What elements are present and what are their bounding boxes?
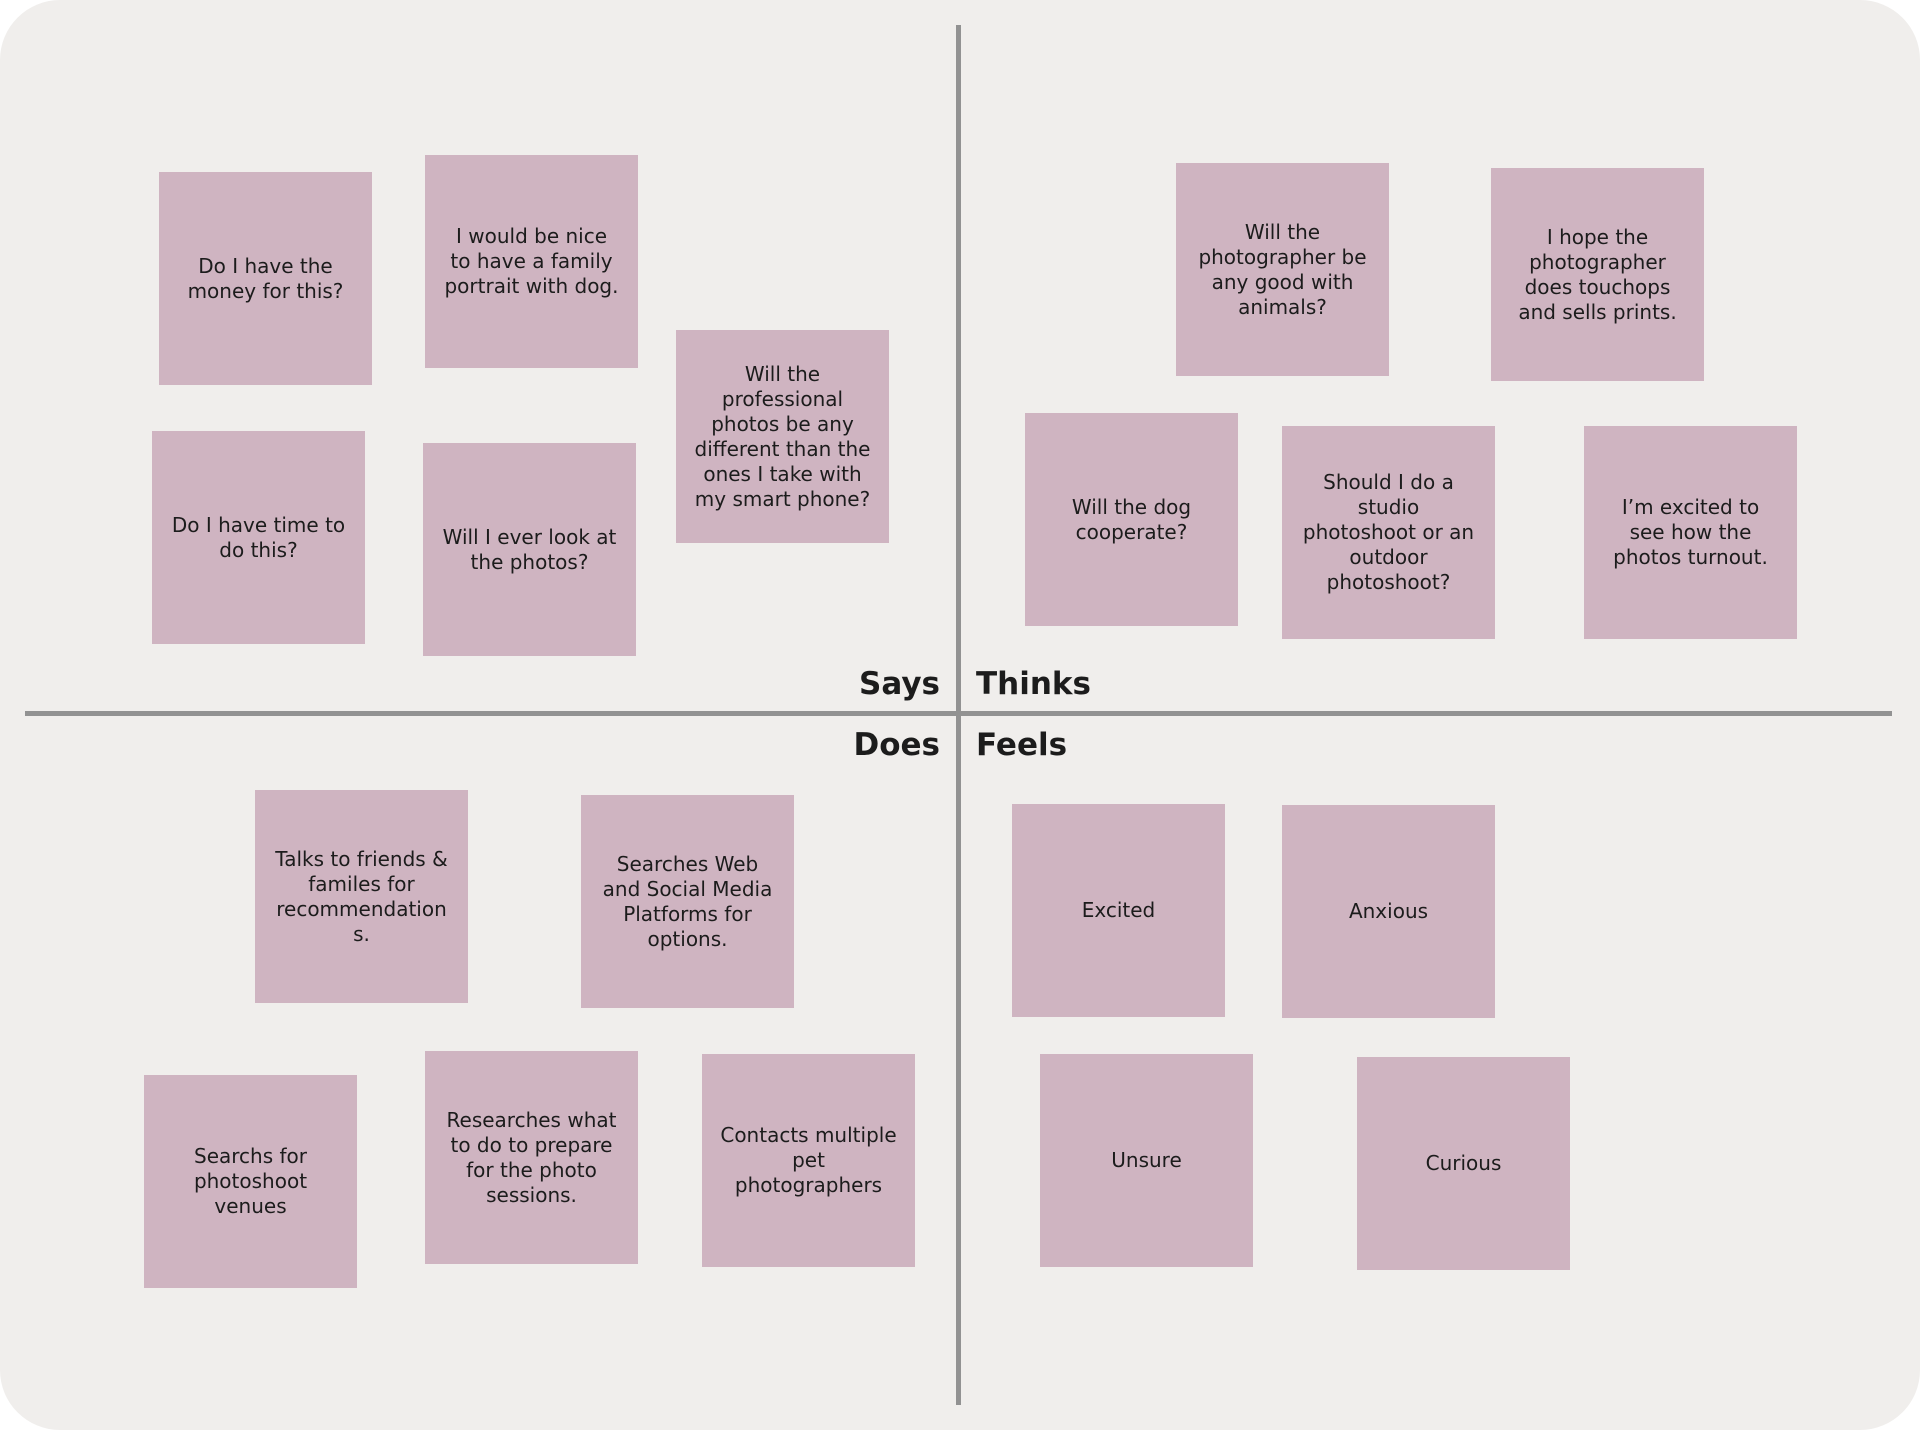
sticky-note-feels[interactable]: Excited: [1012, 804, 1225, 1017]
note-text: I’m excited to see how the photos turnou…: [1613, 495, 1768, 569]
quadrant-label-feels: Feels: [976, 727, 1068, 763]
sticky-note-does[interactable]: Contacts multiple pet photographers: [702, 1054, 915, 1267]
sticky-note-does[interactable]: Searchs for photoshoot venues: [144, 1075, 357, 1288]
sticky-note-thinks[interactable]: Should I do a studio photoshoot or an ou…: [1282, 426, 1495, 639]
note-text: I hope the photographer does touchops an…: [1518, 224, 1677, 324]
note-text: Will I ever look at the photos?: [442, 524, 617, 574]
note-text: Will the professional photos be any diff…: [694, 361, 871, 511]
note-text: Talks to friends & familes for recommend…: [275, 846, 448, 946]
sticky-note-says[interactable]: Will I ever look at the photos?: [423, 443, 636, 656]
sticky-note-does[interactable]: Researches what to do to prepare for the…: [425, 1051, 638, 1264]
horizontal-axis: [25, 711, 1892, 716]
note-text: Unsure: [1111, 1148, 1182, 1172]
note-text: Excited: [1081, 898, 1156, 922]
note-text: Anxious: [1348, 899, 1429, 923]
quadrant-label-does: Does: [853, 727, 940, 763]
note-text: Searches Web and Social Media Platforms …: [602, 851, 773, 951]
note-text: Do I have the money for this?: [187, 253, 344, 303]
sticky-note-feels[interactable]: Unsure: [1040, 1054, 1253, 1267]
quadrant-label-says: Says: [859, 666, 940, 702]
sticky-note-feels[interactable]: Curious: [1357, 1057, 1570, 1270]
note-text: Will the dog cooperate?: [1071, 494, 1192, 544]
sticky-note-does[interactable]: Searches Web and Social Media Platforms …: [581, 795, 794, 1008]
note-text: Searchs for photoshoot venues: [193, 1144, 308, 1218]
note-text: Researches what to do to prepare for the…: [446, 1107, 617, 1207]
sticky-note-says[interactable]: Do I have time to do this?: [152, 431, 365, 644]
note-text: Should I do a studio photoshoot or an ou…: [1302, 470, 1475, 594]
sticky-note-feels[interactable]: Anxious: [1282, 805, 1495, 1018]
sticky-note-thinks[interactable]: I hope the photographer does touchops an…: [1491, 168, 1704, 381]
sticky-note-says[interactable]: Do I have the money for this?: [159, 172, 372, 385]
sticky-note-thinks[interactable]: Will the dog cooperate?: [1025, 413, 1238, 626]
sticky-note-thinks[interactable]: Will the photographer be any good with a…: [1176, 163, 1389, 376]
note-text: Do I have time to do this?: [171, 512, 346, 562]
sticky-note-does[interactable]: Talks to friends & familes for recommend…: [255, 790, 468, 1003]
sticky-note-thinks[interactable]: I’m excited to see how the photos turnou…: [1584, 426, 1797, 639]
note-text: Will the photographer be any good with a…: [1198, 219, 1367, 319]
quadrant-label-thinks: Thinks: [976, 666, 1091, 702]
note-text: I would be nice to have a family portrai…: [444, 224, 619, 298]
sticky-note-says[interactable]: Will the professional photos be any diff…: [676, 330, 889, 543]
note-text: Curious: [1425, 1151, 1502, 1175]
note-text: Contacts multiple pet photographers: [720, 1123, 897, 1197]
sticky-note-says[interactable]: I would be nice to have a family portrai…: [425, 155, 638, 368]
